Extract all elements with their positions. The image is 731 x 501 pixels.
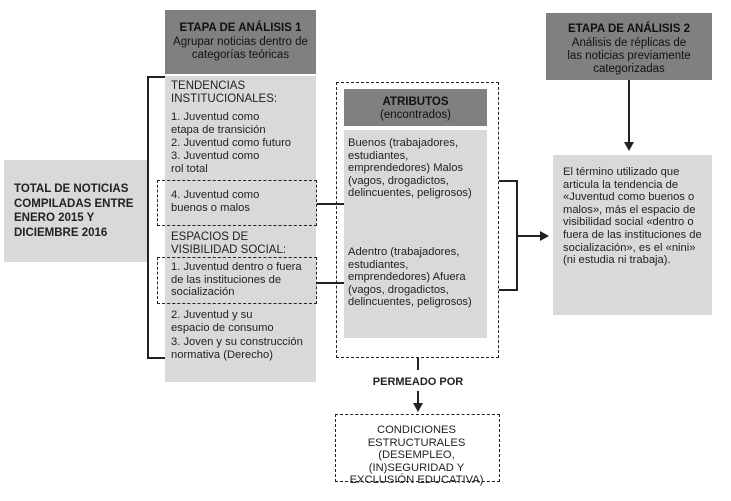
- stage1-header: ETAPA DE ANÁLISIS 1 Agrupar noticias den…: [165, 10, 316, 74]
- arrow-to-result-line: [517, 235, 543, 237]
- stage2-subtitle: Análisis de réplicas de las noticias pre…: [567, 37, 691, 75]
- bracket-left-top: [147, 76, 165, 78]
- arrowhead-stage2-down: [624, 142, 634, 151]
- bracket-left-bottom: [147, 357, 165, 359]
- espacios-item-1: 1. Juventud dentro o fuera de las instit…: [171, 261, 302, 299]
- arrowhead-to-result: [540, 231, 549, 241]
- bracket-left-vertical: [147, 76, 149, 358]
- arrow-stage2-line: [628, 80, 630, 144]
- connector-espacios: [317, 282, 350, 284]
- atributos-body: [344, 130, 487, 338]
- espacios-highlight-box: 1. Juventud dentro o fuera de las instit…: [157, 257, 317, 304]
- connector-atributos-down: [417, 358, 419, 370]
- stage2-title: ETAPA DE ANÁLISIS 2: [567, 23, 691, 35]
- atributos-container: [336, 82, 499, 358]
- condiciones-box: CONDICIONES ESTRUCTURALES (DESEMPLEO, (I…: [335, 414, 500, 486]
- tendencias-item-2: 2. Juventud como futuro: [171, 137, 292, 149]
- espacios-item-3: 3. Joven y su construcción normativa (De…: [171, 336, 303, 361]
- condiciones-text: CONDICIONES ESTRUCTURALES (DESEMPLEO, (I…: [349, 424, 484, 487]
- tendencias-item-4: 4. Juventud como buenos o malos: [171, 189, 260, 214]
- tendencias-heading: TENDENCIAS INSTITUCIONALES:: [171, 80, 278, 105]
- atributos-block-2: Adentro (trabajadores, estudiantes, empr…: [348, 246, 472, 309]
- tendencias-highlight-box: 4. Juventud como buenos o malos: [157, 180, 317, 226]
- espacios-item-2: 2. Juventud y su espacio de consumo: [171, 309, 274, 334]
- bracket-right-top: [499, 180, 517, 182]
- tendencias-item-1: 1. Juventud como etapa de transición: [171, 111, 266, 136]
- result-text: El término utilizado que articula la ten…: [563, 166, 702, 267]
- stage1-subtitle: Agrupar noticias dentro de categorías te…: [173, 36, 308, 61]
- arrow-permeado-line: [417, 391, 419, 405]
- result-box: El término utilizado que articula la ten…: [553, 155, 712, 315]
- atributos-subtitle: (encontrados): [380, 109, 451, 121]
- permeado-label: PERMEADO POR: [372, 376, 464, 388]
- stage2-header: ETAPA DE ANÁLISIS 2 Análisis de réplicas…: [546, 13, 712, 80]
- connector-tendencias: [317, 203, 350, 205]
- arrowhead-permeado-down: [413, 403, 423, 412]
- atributos-block-1: Buenos (trabajadores, estudiantes, empre…: [348, 137, 472, 200]
- bracket-right-vertical: [516, 180, 518, 291]
- atributos-title: ATRIBUTOS: [382, 96, 449, 108]
- atributos-header: ATRIBUTOS (encontrados): [344, 89, 487, 126]
- bracket-right-bottom: [499, 289, 517, 291]
- stage1-body: [165, 76, 316, 382]
- espacios-heading: ESPACIOS DE VISIBILIDAD SOCIAL:: [171, 231, 287, 256]
- tendencias-item-3: 3. Juventud como rol total: [171, 150, 260, 175]
- total-news-box: TOTAL DE NOTICIAS COMPILADAS ENTRE ENERO…: [4, 160, 147, 262]
- total-news-text: TOTAL DE NOTICIAS COMPILADAS ENTRE ENERO…: [14, 183, 134, 239]
- stage1-title: ETAPA DE ANÁLISIS 1: [179, 22, 302, 34]
